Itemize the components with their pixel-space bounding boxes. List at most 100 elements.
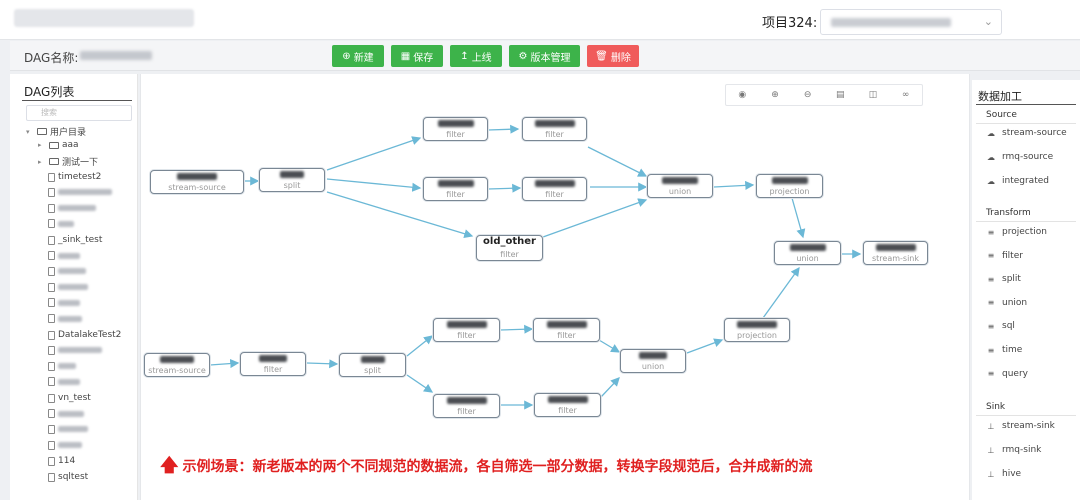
component-sql[interactable]: ≡sql (987, 321, 1015, 332)
dag-file-item[interactable]: sqltest (48, 472, 88, 482)
dag-node-union[interactable]: union (774, 241, 841, 265)
file-name-redacted (58, 299, 80, 306)
file-icon (48, 187, 55, 197)
dag-file-item[interactable]: timetest2 (48, 172, 101, 182)
component-stream-source[interactable]: ☁stream-source (987, 128, 1067, 138)
dag-node-union[interactable]: union (647, 174, 713, 198)
node-type-label: filter (446, 130, 465, 139)
dag-file-item[interactable] (48, 361, 76, 371)
dag-node-filter[interactable]: filter (433, 318, 500, 342)
dag-node-filter[interactable]: filter (433, 394, 500, 418)
canvas-toolbar: ◉ ⊕ ⊖ ▤ ◫ ∞ (725, 84, 923, 106)
dag-name-label: DAG名称: (24, 51, 79, 65)
dag-node-split[interactable]: split (339, 353, 406, 377)
dag-file-item[interactable] (48, 377, 80, 387)
component-filter[interactable]: ≡filter (987, 250, 1023, 261)
node-type-label: filter (446, 190, 465, 199)
file-icon (48, 345, 55, 355)
node-title-redacted (424, 120, 487, 127)
component-union[interactable]: ≡union (987, 297, 1028, 308)
dag-node-filter[interactable]: filter (423, 177, 488, 201)
tree-folder[interactable]: ▸ 测试一下 (38, 157, 99, 169)
file-icon (48, 298, 55, 308)
attachment-icon[interactable]: ∞ (901, 90, 910, 100)
component-rmq-sink[interactable]: ⊥rmq-sink (987, 445, 1042, 455)
node-type-label: union (796, 254, 819, 263)
dag-node-stream-sink[interactable]: stream-sink (863, 241, 928, 265)
file-name-redacted (58, 363, 76, 370)
component-stream-sink[interactable]: ⊥stream-sink (987, 421, 1055, 431)
component-integrated[interactable]: ☁integrated (987, 176, 1049, 186)
online-button[interactable]: ↥上线 (450, 45, 502, 67)
component-query[interactable]: ≡query (987, 368, 1028, 379)
dag-node-stream-source[interactable]: stream-source (150, 170, 244, 194)
scenario-caption: 🡅 示例场景：新老版本的两个不同规范的数据流，各自筛选一部分数据，转换字段规范后… (160, 456, 813, 476)
zoom-out-icon[interactable]: ⊖ (803, 90, 812, 100)
dag-file-item[interactable] (48, 282, 88, 292)
dag-file-item[interactable] (48, 298, 80, 308)
component-split[interactable]: ≡split (987, 274, 1021, 285)
eye-icon[interactable]: ◉ (738, 90, 747, 100)
dag-file-item[interactable] (48, 440, 82, 450)
tree-root[interactable]: ▾ 用户目录 (26, 127, 87, 139)
node-type-label: filter (558, 406, 577, 415)
new-button[interactable]: ⊕新建 (332, 45, 384, 67)
component-rmq-source[interactable]: ☁rmq-source (987, 152, 1054, 162)
section-source-label: Source (986, 110, 1017, 120)
node-type-label: split (283, 181, 301, 190)
dag-node-filter[interactable]: filter (522, 117, 587, 141)
component-time[interactable]: ≡time (987, 345, 1023, 355)
dag-file-item[interactable] (48, 203, 96, 213)
file-icon (48, 235, 55, 245)
dag-file-item[interactable] (48, 219, 74, 229)
fit-view-icon[interactable]: ▤ (836, 90, 845, 100)
save-button[interactable]: ▦保存 (391, 45, 443, 67)
project-select[interactable]: ⌄ (820, 9, 1002, 35)
dag-file-item[interactable] (48, 345, 102, 355)
dag-file-item[interactable] (48, 314, 82, 324)
dag-file-item[interactable] (48, 266, 86, 276)
dag-file-item[interactable] (48, 187, 112, 197)
dag-node-filter[interactable]: filter (522, 177, 587, 201)
component-hive[interactable]: ⊥hive (987, 469, 1022, 479)
dag-file-item[interactable] (48, 424, 88, 434)
dag-node-filter[interactable]: filter (423, 117, 488, 141)
node-type-label: filter (457, 331, 476, 340)
dag-file-item[interactable]: vn_test (48, 393, 91, 403)
dag-file-item[interactable]: DatalakeTest2 (48, 330, 121, 340)
dag-canvas[interactable] (140, 74, 970, 500)
node-title-redacted (523, 120, 586, 127)
version-manage-button[interactable]: ⚙版本管理 (509, 45, 580, 67)
file-name-redacted (58, 378, 80, 385)
menu-icon: ≡ (987, 274, 995, 284)
file-name-redacted (58, 252, 80, 259)
dag-node-filter[interactable]: filter (534, 393, 601, 417)
project-label: 项目324: (762, 16, 818, 31)
dag-node-projection[interactable]: projection (756, 174, 823, 198)
dag-file-item[interactable]: 114 (48, 456, 75, 466)
component-projection[interactable]: ≡projection (987, 227, 1047, 237)
dag-file-item[interactable] (48, 409, 84, 418)
dag-node-filter[interactable]: filter (240, 352, 306, 376)
upload-icon: ↥ (460, 50, 469, 62)
dag-search-input[interactable]: 搜索 (26, 105, 132, 121)
dag-node-projection[interactable]: projection (724, 318, 790, 342)
file-icon (48, 266, 55, 276)
tree-folder[interactable]: ▸ aaa (38, 140, 79, 150)
folder-icon (37, 128, 47, 135)
dag-node-split[interactable]: split (259, 168, 325, 192)
dag-file-item[interactable]: _sink_test (48, 235, 102, 245)
file-name-redacted (58, 220, 74, 227)
node-title-redacted (145, 356, 209, 363)
divider (976, 221, 1076, 222)
dag-file-item[interactable] (48, 251, 80, 260)
node-title-redacted (523, 180, 586, 187)
dag-node-union[interactable]: union (620, 349, 686, 373)
bookmark-icon[interactable]: ◫ (868, 90, 878, 100)
dag-node-filter[interactable]: filter (533, 318, 600, 342)
delete-button[interactable]: 🗑删除 (587, 45, 639, 67)
dag-node-stream-source[interactable]: stream-source (144, 353, 210, 377)
zoom-in-icon[interactable]: ⊕ (771, 90, 779, 100)
cloud-icon: ☁ (987, 128, 995, 138)
